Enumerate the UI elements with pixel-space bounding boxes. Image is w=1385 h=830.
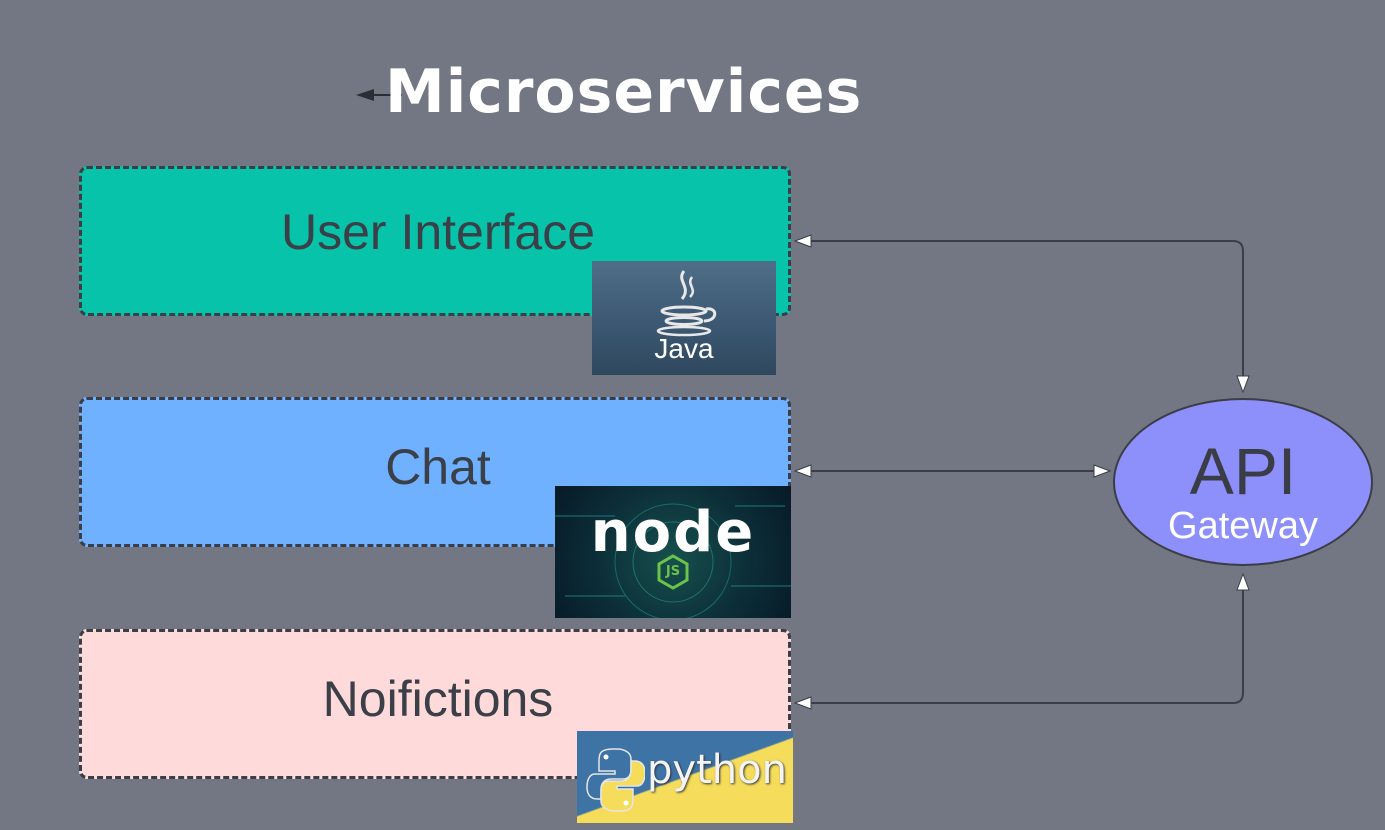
python-logo: python	[577, 731, 793, 823]
circuit-background-icon	[555, 503, 791, 618]
arrowhead-icon	[793, 234, 812, 248]
arrowhead-icon	[1236, 572, 1250, 591]
java-logo: Java	[592, 261, 776, 375]
connector-notifications	[808, 588, 1244, 704]
nodejs-js-badge: JS	[665, 564, 681, 579]
python-snake-icon	[586, 748, 645, 812]
gateway-title: API	[1189, 434, 1297, 508]
diagram-title: Microservices	[385, 57, 863, 127]
arrowhead-icon	[793, 464, 812, 478]
service-label: User Interface	[280, 204, 595, 260]
arrowhead-icon	[1093, 464, 1112, 478]
title-arrow-icon	[356, 89, 374, 101]
api-gateway-node: API Gateway	[1113, 398, 1373, 566]
nodejs-logo-text: node	[590, 500, 756, 565]
arrowhead-icon	[793, 696, 812, 710]
service-label: Chat	[385, 439, 491, 495]
title-arrow-line	[372, 94, 402, 96]
nodejs-logo: node JS	[555, 486, 791, 618]
arrowhead-icon	[1236, 375, 1250, 394]
java-cup-icon	[656, 270, 717, 337]
service-chat: Chat	[79, 397, 791, 547]
service-label: Noifictions	[322, 671, 554, 727]
connector-user-interface	[808, 240, 1244, 380]
python-logo-text: python	[647, 747, 787, 793]
java-logo-text: Java	[654, 333, 714, 364]
gateway-subtitle: Gateway	[1168, 505, 1318, 547]
